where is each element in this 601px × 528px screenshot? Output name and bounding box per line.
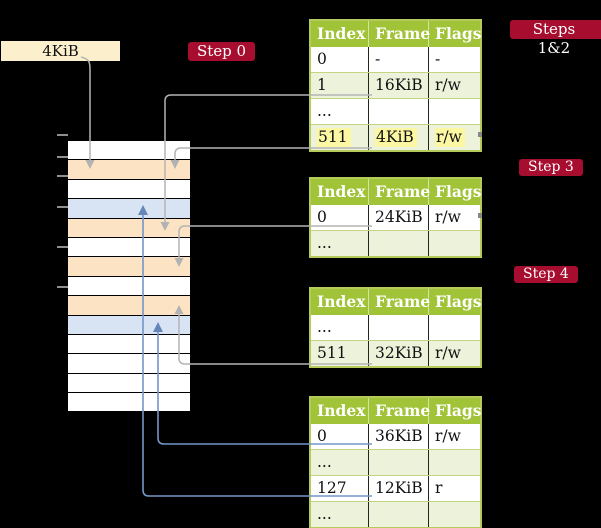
table-row: 1 16KiB r/w <box>311 72 480 98</box>
table-row: ... <box>311 449 480 475</box>
cell-flags <box>428 450 480 475</box>
table-header-row: Index Frame Flags <box>311 289 482 315</box>
cell-frame: 4KiB <box>368 125 428 150</box>
highlight: 511 <box>317 128 351 147</box>
cell-index: ... <box>317 453 332 471</box>
step4-badge: Step 4 <box>514 266 578 283</box>
col-header-flags: Flags <box>428 398 482 424</box>
address-tick <box>57 156 68 158</box>
cell-flags: - <box>428 47 480 72</box>
cell-frame <box>368 231 428 256</box>
step0-badge: Step 0 <box>188 42 256 61</box>
highlight: r/w <box>435 128 465 147</box>
physical-memory-strip <box>68 141 190 412</box>
cell-frame: 32KiB <box>368 341 428 366</box>
memory-frame-row <box>68 256 190 276</box>
highlight: 4KiB <box>375 128 417 147</box>
cell-flags: r/w <box>428 341 480 366</box>
address-tick <box>57 175 68 177</box>
table-header-row: Index Frame Flags <box>311 179 482 205</box>
cell-frame <box>368 315 428 340</box>
cell-index: 511 <box>311 125 368 150</box>
memory-frame-row <box>68 141 190 160</box>
cell-index: 0 <box>317 427 327 445</box>
cell-flags: r/w <box>428 205 480 230</box>
memory-frame-row <box>68 295 190 315</box>
col-header-index: Index <box>317 401 366 420</box>
cell-frame <box>368 502 428 527</box>
arrow-stub <box>478 213 482 218</box>
frame-size-label: 4KiB <box>1 41 120 61</box>
memory-frame-row <box>68 333 190 354</box>
col-header-index: Index <box>317 24 366 43</box>
cell-index: 0 <box>317 208 327 226</box>
cell-flags <box>428 231 480 256</box>
cell-flags: r/w <box>428 424 480 449</box>
table-row: ... <box>311 315 480 340</box>
cell-index: 127 <box>317 479 347 497</box>
table-header-row: Index Frame Flags <box>311 398 482 424</box>
memory-frame-row <box>68 372 190 393</box>
cell-flags: r <box>428 476 480 501</box>
col-header-frame: Frame <box>368 398 430 424</box>
address-tick <box>57 206 68 208</box>
col-header-frame: Frame <box>368 21 430 47</box>
col-header-index: Index <box>317 182 366 201</box>
cell-frame: 12KiB <box>368 476 428 501</box>
cell-index: 511 <box>317 344 347 362</box>
table-header-row: Index Frame Flags <box>311 21 482 47</box>
table-row: 0 - - <box>311 47 480 72</box>
page-table-steps-1-2: Index Frame Flags 0 - - 1 16KiB r/w ... … <box>309 19 482 152</box>
cell-flags: r/w <box>428 73 480 98</box>
arrow-stub <box>478 132 482 137</box>
cell-index: ... <box>317 234 332 252</box>
memory-frame-row <box>68 198 190 218</box>
table-row: ... <box>311 501 480 527</box>
cell-frame <box>368 450 428 475</box>
cell-index: 0 <box>317 50 327 68</box>
memory-frame-row <box>68 392 190 412</box>
cell-flags <box>428 99 480 124</box>
page-table-step-4: Index Frame Flags ... 511 32KiB r/w <box>309 287 482 368</box>
memory-frame-row <box>68 353 190 373</box>
memory-frame-row <box>68 314 190 334</box>
address-tick <box>57 286 68 288</box>
cell-flags <box>428 502 480 527</box>
memory-frame-row <box>68 217 190 237</box>
col-header-flags: Flags <box>428 21 482 47</box>
cell-flags <box>428 315 480 340</box>
table-row: 0 36KiB r/w <box>311 424 480 449</box>
page-table-final-level: Index Frame Flags 0 36KiB r/w ... 127 12… <box>309 396 482 528</box>
table-row: 0 24KiB r/w <box>311 205 480 230</box>
cell-flags: r/w <box>428 125 480 150</box>
table-row-highlighted: 511 4KiB r/w <box>311 124 480 150</box>
cell-frame <box>368 99 428 124</box>
memory-frame-row <box>68 178 190 199</box>
col-header-flags: Flags <box>428 179 482 205</box>
address-tick <box>57 134 68 136</box>
cell-index: 1 <box>317 76 327 94</box>
cell-index: ... <box>317 318 332 336</box>
address-tick <box>57 246 68 248</box>
cell-frame: 36KiB <box>368 424 428 449</box>
col-header-frame: Frame <box>368 179 430 205</box>
col-header-frame: Frame <box>368 289 430 315</box>
step3-badge: Step 3 <box>519 159 583 176</box>
memory-frame-row <box>68 275 190 296</box>
cell-frame: - <box>368 47 428 72</box>
col-header-flags: Flags <box>428 289 482 315</box>
table-row: ... <box>311 98 480 124</box>
cell-index: ... <box>317 102 332 120</box>
col-header-index: Index <box>317 292 366 311</box>
page-table-step-3: Index Frame Flags 0 24KiB r/w ... <box>309 177 482 258</box>
memory-frame-row <box>68 236 190 257</box>
cell-index: ... <box>317 505 332 523</box>
table-row: ... <box>311 230 480 256</box>
cell-frame: 16KiB <box>368 73 428 98</box>
memory-frame-row <box>68 159 190 179</box>
table-row: 127 12KiB r <box>311 475 480 501</box>
table-row: 511 32KiB r/w <box>311 340 480 366</box>
cell-frame: 24KiB <box>368 205 428 230</box>
steps-1-2-badge: Steps 1&2 <box>510 20 601 57</box>
